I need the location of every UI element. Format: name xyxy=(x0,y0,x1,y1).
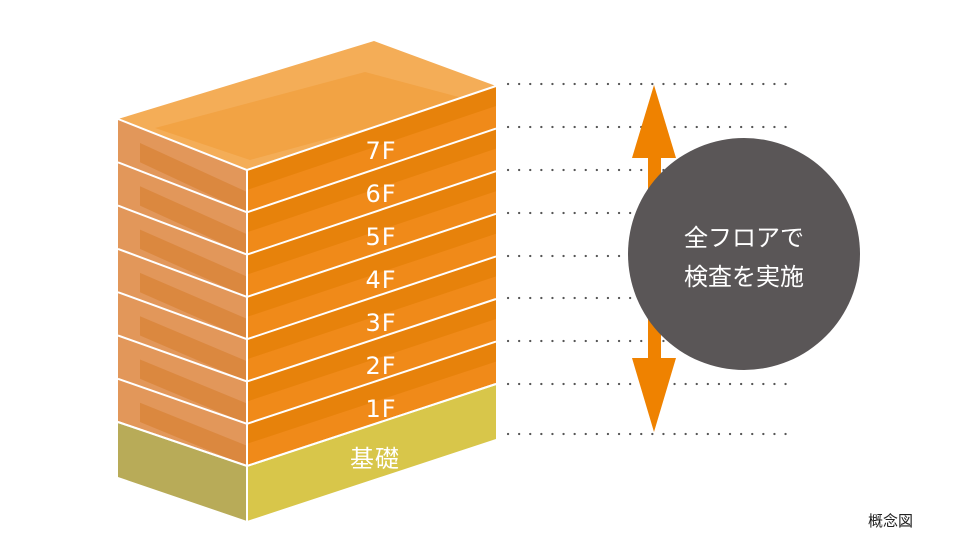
foundation-front-face xyxy=(247,384,496,521)
badge-line-1: 全フロアで xyxy=(684,224,804,252)
roof-top-inner xyxy=(155,72,470,160)
floor-side-shade-2f xyxy=(140,359,247,424)
floor-front-band-3f xyxy=(247,256,496,360)
floor-label-1f: 1F xyxy=(365,395,396,423)
floor-side-shade-3f xyxy=(140,316,247,382)
floor-label-7f: 7F xyxy=(365,137,396,165)
foundation-side-face xyxy=(118,422,247,521)
floor-front-band-2f xyxy=(247,299,496,402)
floor-separator-lines xyxy=(117,85,497,521)
floor-front-band-6f xyxy=(247,128,496,233)
badge-line-2: 検査を実施 xyxy=(684,263,804,291)
floor-front-band-4f xyxy=(247,213,496,317)
floor-label-6f: 6F xyxy=(365,180,396,208)
floor-side-shade-4f xyxy=(140,272,247,340)
inspection-badge xyxy=(628,138,860,370)
floor-front-band-7f xyxy=(247,86,496,190)
floor-side-shade-7f xyxy=(140,143,247,213)
floor-label-3f: 3F xyxy=(365,309,396,337)
building-side-faces xyxy=(118,119,247,466)
floor-label-4f: 4F xyxy=(365,266,396,294)
floor-side-shade-5f xyxy=(140,229,247,297)
floor-label-foundation: 基礎 xyxy=(350,445,400,473)
diagram-caption: 概念図 xyxy=(868,512,914,530)
floor-side-shade-6f xyxy=(140,186,247,255)
floor-labels: 7F 6F 5F 4F 3F 2F 1F 基礎 xyxy=(350,137,400,473)
floor-label-2f: 2F xyxy=(365,352,396,380)
floor-side-shade-1f xyxy=(140,402,247,466)
floor-front-band-1f xyxy=(247,341,496,444)
floor-front-band-5f xyxy=(247,171,496,275)
floor-label-5f: 5F xyxy=(365,223,396,251)
building-front-faces xyxy=(247,86,496,466)
